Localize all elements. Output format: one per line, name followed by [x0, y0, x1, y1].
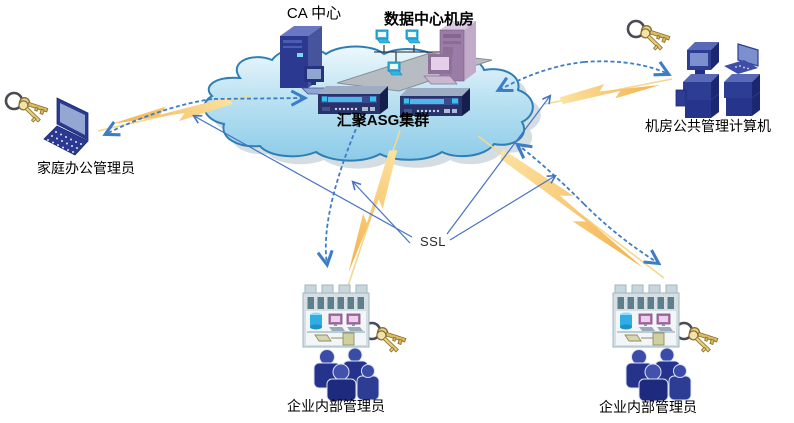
label-room-admin: 机房公共管理计算机	[645, 118, 771, 134]
workstation-cyan-icon	[405, 29, 421, 44]
ca-server-icon	[280, 26, 331, 95]
label-enterprise-left: 企业内部管理员	[287, 398, 385, 414]
arrow-cloud-to-asg-left	[213, 89, 309, 107]
home-laptop-icon	[43, 97, 89, 156]
room-workstation-icon-1	[675, 41, 720, 119]
keys-icon-enterprise-left	[362, 321, 409, 356]
lightning-bolt-bottom-right	[500, 149, 643, 268]
ssl-callout-bottom-right	[449, 174, 557, 241]
keys-icon-enterprise-right	[674, 321, 721, 356]
data-center-room-icon	[336, 21, 493, 92]
label-ssl: SSL	[419, 234, 447, 249]
label-data-center: 数据中心机房	[383, 11, 475, 28]
label-ca-center: CA 中心	[286, 5, 342, 22]
keys-icon-home	[4, 91, 51, 126]
label-home-admin: 家庭办公管理员	[37, 160, 135, 176]
arrow-cloud-to-asg-right	[495, 61, 585, 93]
asg-server-icon-1	[318, 86, 388, 114]
console-monitor-icon	[423, 54, 458, 85]
admin-group-icon-left	[313, 347, 380, 402]
enterprise-building-icon-right	[612, 284, 680, 348]
ssl-callout-left	[192, 114, 413, 238]
arrow-cloud-to-laptop	[102, 98, 213, 137]
label-asg-cluster: 汇聚ASG集群	[336, 112, 430, 129]
label-enterprise-right: 企业内部管理员	[599, 399, 697, 415]
vpn-dashed-arrows	[102, 60, 672, 269]
workstation-cyan-icon	[375, 29, 391, 44]
admin-group-icon-right	[625, 347, 692, 402]
lan-bus-lines	[374, 45, 452, 63]
enterprise-building-icon-left	[302, 284, 370, 348]
lightning-bolt-top-right	[559, 84, 660, 105]
arrow-cloud-up-from-enterprise-right	[514, 142, 585, 205]
ssl-callout-lines	[192, 94, 557, 244]
keys-icon-room	[626, 19, 673, 54]
arrow-cloud-to-enterprise-left	[316, 116, 362, 269]
lightning-bolt-bottom-left	[348, 150, 398, 273]
ssl-callout-bottom-left	[351, 180, 411, 244]
lightning-bolt-left	[112, 97, 233, 124]
arrow-cloud-to-room-computers	[583, 60, 672, 77]
workstation-cyan-icon	[387, 61, 403, 76]
ssl-callout-top-right	[446, 94, 552, 235]
room-workstation-icon-2	[723, 43, 761, 117]
arrow-cloud-to-enterprise-right	[583, 203, 662, 266]
